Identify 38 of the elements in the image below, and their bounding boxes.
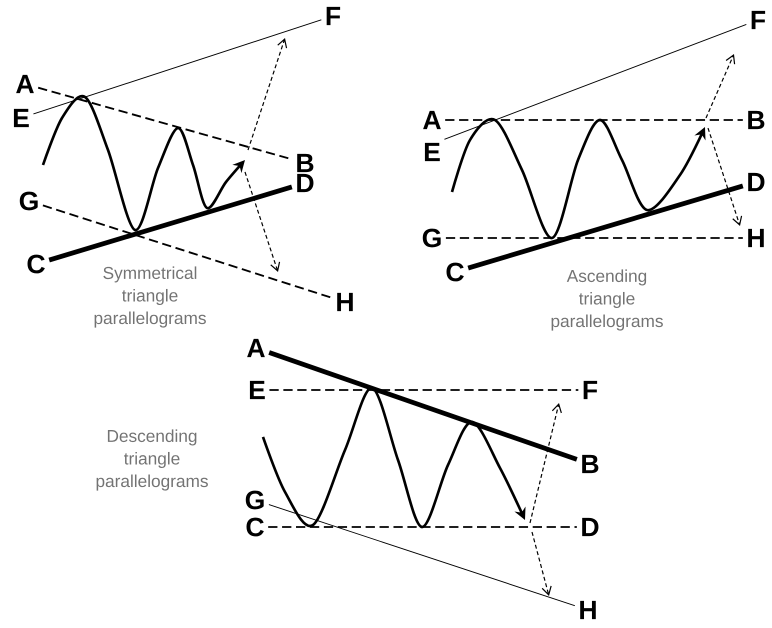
pattern-caption: Symmetrical triangle parallelograms xyxy=(94,266,206,328)
point-letter: G xyxy=(20,192,38,210)
point-letter: H xyxy=(748,228,764,248)
point-letter: D xyxy=(582,518,598,536)
point-letter: E xyxy=(424,142,440,162)
point-letter: D xyxy=(297,174,314,192)
point-letter: A xyxy=(247,338,265,358)
point-letter: B xyxy=(748,110,764,130)
trend-line xyxy=(268,504,576,606)
trend-line xyxy=(268,350,578,462)
point-letter: D xyxy=(748,172,764,192)
point-letter: C xyxy=(28,254,45,274)
trend-line xyxy=(445,119,743,121)
trend-line xyxy=(48,184,293,262)
trend-line xyxy=(42,204,332,299)
trend-line xyxy=(444,24,747,140)
point-letter: G xyxy=(422,228,441,248)
pattern-caption: Descending triangle parallelograms xyxy=(96,429,208,491)
point-letter: B xyxy=(582,454,598,474)
point-letter: C xyxy=(446,262,464,282)
point-letter: G xyxy=(246,490,264,510)
point-letter: H xyxy=(580,600,596,620)
trend-line xyxy=(446,237,743,239)
point-letter: C xyxy=(246,518,264,536)
trend-line xyxy=(32,19,322,114)
point-letter: H xyxy=(337,292,353,312)
point-letter: A xyxy=(16,74,34,94)
point-letter: A xyxy=(423,110,441,130)
trend-line xyxy=(268,526,577,528)
point-letter: E xyxy=(250,380,265,400)
trend-line xyxy=(467,184,744,270)
point-letter: B xyxy=(297,154,314,172)
point-letter: F xyxy=(584,380,598,400)
point-letter: F xyxy=(752,10,766,30)
point-letter: F xyxy=(326,6,340,26)
pattern-caption: Ascending triangle parallelograms xyxy=(552,269,663,331)
point-letter: E xyxy=(14,108,29,128)
trend-line xyxy=(269,389,578,391)
